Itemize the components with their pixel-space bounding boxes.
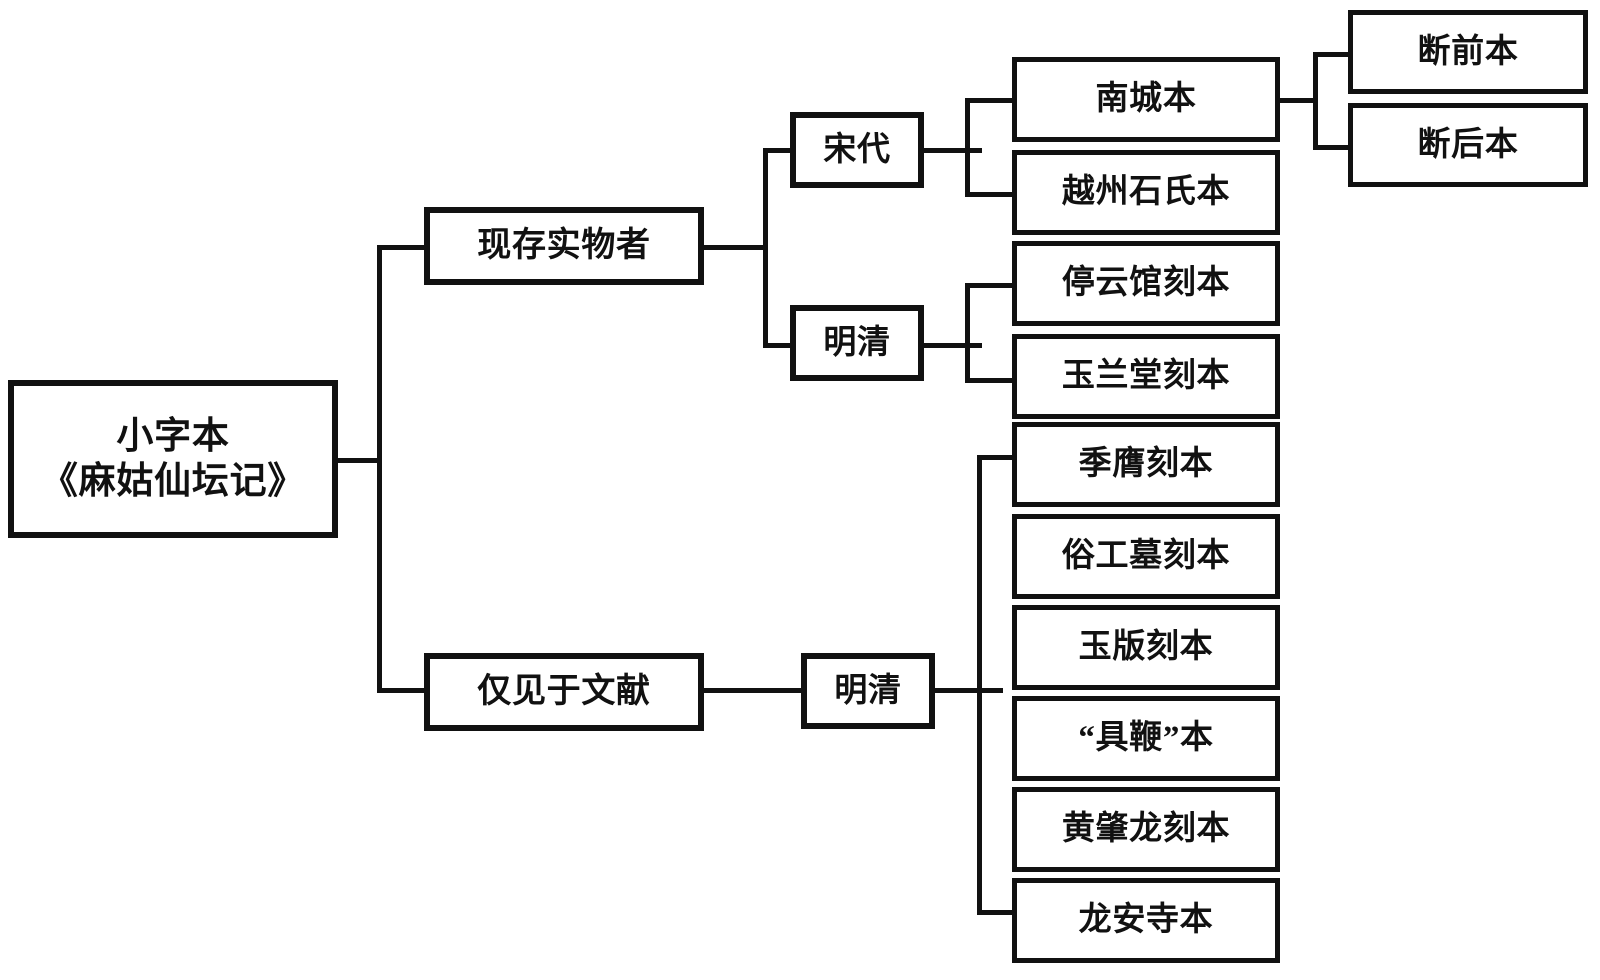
connector-extant-to-mingqing (763, 343, 809, 348)
connector-extant-to-song (763, 148, 809, 153)
node-literature-only[interactable]: 仅见于文献 (424, 653, 704, 731)
connector-nancheng-stub (1270, 98, 1318, 103)
connector-literature-to-mingqing (700, 688, 805, 693)
connector-nancheng-spine (1313, 52, 1318, 150)
node-period-mingqing-extant-label: 明清 (823, 324, 891, 361)
node-edition-jubian-label: “具鞭”本 (1078, 720, 1214, 757)
node-edition-yuezhou-shishi[interactable]: 越州石氏本 (1012, 150, 1280, 235)
node-edition-nancheng[interactable]: 南城本 (1012, 57, 1280, 142)
node-edition-tingyunguan[interactable]: 停云馆刻本 (1012, 241, 1280, 326)
connector-mingqing-literature-to-jiying (977, 455, 1015, 460)
node-edition-sugongmu-label: 俗工墓刻本 (1061, 538, 1231, 575)
node-edition-yuban-label: 玉版刻本 (1078, 629, 1214, 666)
node-edition-duanqian-label: 断前本 (1417, 33, 1519, 70)
node-root-line1: 小字本 (116, 415, 230, 457)
connector-song-to-yuezhou (965, 192, 1015, 197)
node-edition-yuezhou-shishi-label: 越州石氏本 (1061, 174, 1231, 211)
node-edition-tingyunguan-label: 停云馆刻本 (1061, 265, 1231, 302)
node-period-song[interactable]: 宋代 (790, 112, 924, 188)
node-edition-longansi[interactable]: 龙安寺本 (1012, 878, 1280, 963)
connector-nancheng-to-duanhou (1313, 145, 1355, 150)
connector-mingqing-extant-to-tingyunguan (965, 283, 1015, 288)
node-edition-yuban[interactable]: 玉版刻本 (1012, 605, 1280, 690)
node-edition-yulantang[interactable]: 玉兰堂刻本 (1012, 334, 1280, 419)
node-edition-huangzhaolong-label: 黄肇龙刻本 (1061, 811, 1231, 848)
connector-mingqing-extant-stub (920, 343, 982, 348)
node-edition-nancheng-label: 南城本 (1095, 81, 1197, 118)
connector-root-spine (377, 245, 382, 693)
connector-mingqing-extant-to-yulantang (965, 378, 1015, 383)
node-root-line2: 《麻姑仙坛记》 (40, 461, 306, 502)
node-edition-jiying[interactable]: 季膺刻本 (1012, 422, 1280, 507)
node-period-mingqing-extant[interactable]: 明清 (790, 305, 924, 381)
node-root[interactable]: 小字本 《麻姑仙坛记》 (8, 380, 338, 538)
connector-song-spine (965, 98, 970, 197)
connector-mingqing-literature-stub (935, 688, 1003, 693)
node-edition-yulantang-label: 玉兰堂刻本 (1061, 358, 1231, 395)
node-period-song-label: 宋代 (823, 131, 891, 168)
node-edition-longansi-label: 龙安寺本 (1078, 902, 1214, 939)
node-literature-only-label: 仅见于文献 (477, 673, 651, 711)
connector-root-to-literature (377, 688, 425, 693)
node-edition-sugongmu[interactable]: 俗工墓刻本 (1012, 514, 1280, 599)
connector-song-stub (920, 148, 982, 153)
connector-root-stub (333, 458, 382, 463)
connector-mingqing-literature-spine (977, 455, 982, 915)
connector-song-to-nancheng (965, 98, 1015, 103)
connector-extant-stub (700, 245, 768, 250)
node-edition-jubian[interactable]: “具鞭”本 (1012, 696, 1280, 781)
node-period-mingqing-literature[interactable]: 明清 (801, 653, 935, 729)
connector-mingqing-literature-to-longansi (977, 910, 1015, 915)
connector-mingqing-extant-spine (965, 283, 970, 383)
node-extant-label: 现存实物者 (477, 227, 651, 265)
node-edition-huangzhaolong[interactable]: 黄肇龙刻本 (1012, 787, 1280, 872)
connector-root-to-extant (377, 245, 427, 250)
node-edition-duanhou-label: 断后本 (1417, 126, 1519, 163)
connector-extant-spine (763, 148, 768, 348)
node-extant[interactable]: 现存实物者 (424, 207, 704, 285)
connector-nancheng-to-duanqian (1313, 52, 1355, 57)
node-edition-duanqian[interactable]: 断前本 (1348, 10, 1588, 94)
node-edition-duanhou[interactable]: 断后本 (1348, 103, 1588, 187)
node-period-mingqing-literature-label: 明清 (834, 672, 902, 709)
node-edition-jiying-label: 季膺刻本 (1078, 446, 1214, 483)
